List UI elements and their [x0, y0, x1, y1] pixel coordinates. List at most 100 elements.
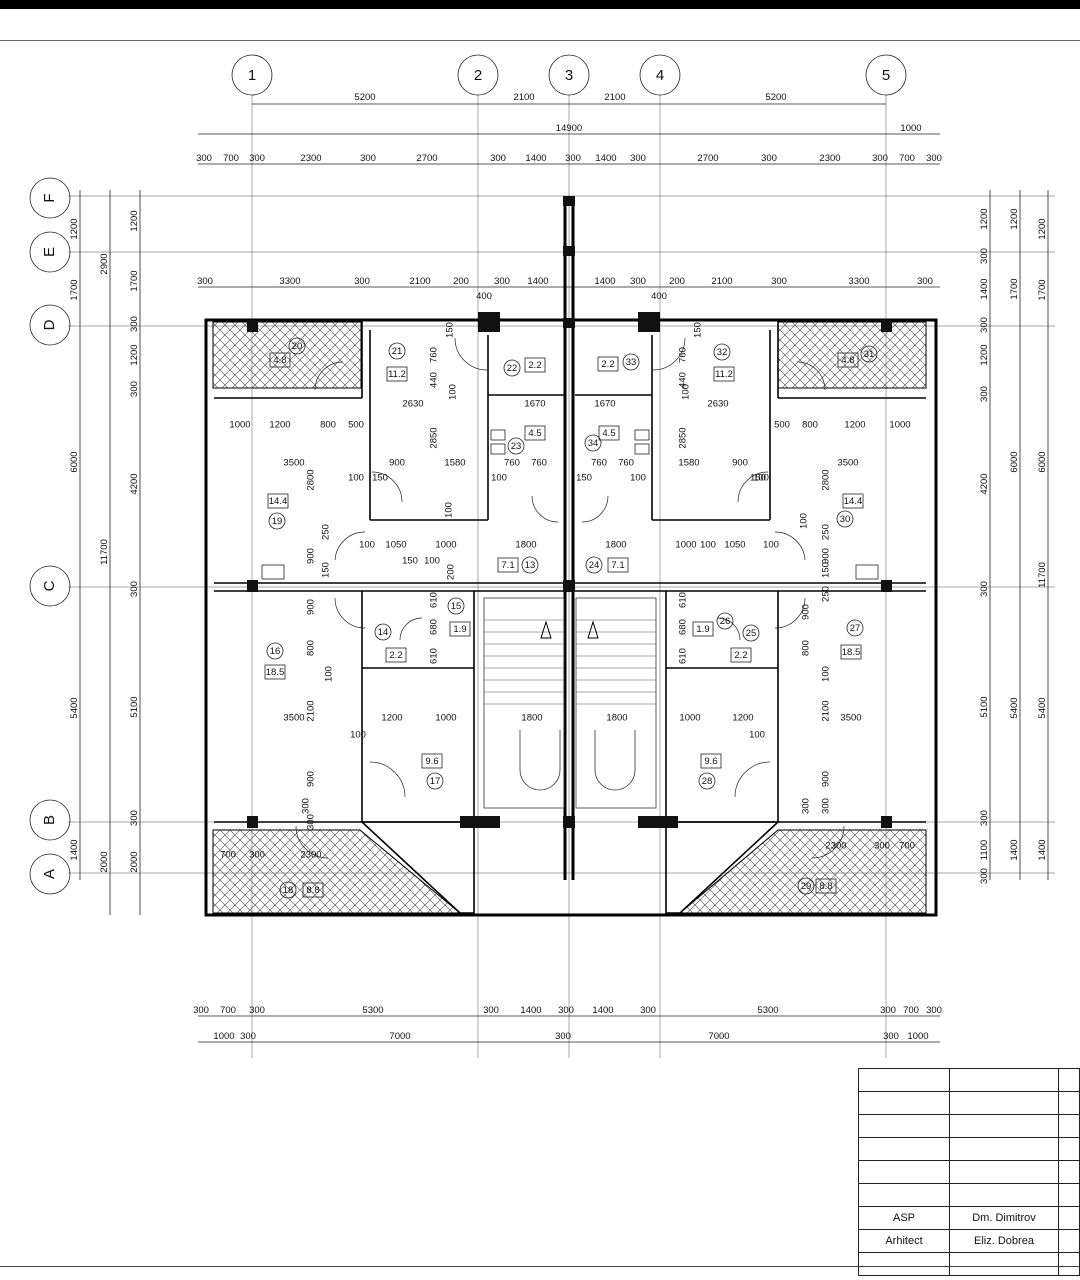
svg-text:1400: 1400 [1009, 839, 1020, 860]
svg-text:1400: 1400 [594, 276, 615, 287]
room-number: 20 [292, 341, 303, 352]
title-block-row [858, 1160, 1080, 1184]
room-area: 2.2 [528, 360, 541, 371]
dim-label-left: 760 [429, 347, 440, 363]
dim-label-right: 100 [763, 540, 779, 551]
dim-label-right: 1000 [675, 540, 696, 551]
svg-text:3300: 3300 [279, 276, 300, 287]
svg-text:5100: 5100 [129, 696, 140, 717]
svg-text:6000: 6000 [1037, 451, 1048, 472]
room-number: 23 [511, 441, 522, 452]
dim-label-left: 100 [350, 730, 366, 741]
dim-label-right: 2850 [678, 427, 689, 448]
dim-label-right: 1200 [732, 713, 753, 724]
balconies [212, 321, 927, 914]
room-area: 7.1 [501, 560, 514, 571]
svg-text:300: 300 [196, 153, 212, 164]
grid-bubble-F [29, 177, 71, 219]
dim-label-left: 1200 [269, 420, 290, 431]
dim-label-right: 900 [732, 458, 748, 469]
svg-text:2000: 2000 [129, 851, 140, 872]
room-tag-34: 344.5 [584, 425, 620, 452]
svg-text:300: 300 [630, 276, 646, 287]
grid-label-C: C [41, 580, 58, 591]
room-area: 1.9 [453, 624, 466, 635]
dim-label-left: 900 [389, 458, 405, 469]
svg-text:300: 300 [249, 1005, 265, 1016]
dim-label-right: 1050 [724, 540, 745, 551]
svg-text:300: 300 [565, 153, 581, 164]
dim-label-left: 250 [321, 524, 332, 540]
room-number: 28 [702, 776, 713, 787]
dim-label-left: 2850 [429, 427, 440, 448]
title-block-role: Arhitect [858, 1229, 950, 1253]
grid-bubble-B [29, 799, 71, 841]
title-block-name [949, 1114, 1059, 1138]
room-area: 8.8 [306, 885, 319, 896]
svg-text:2100: 2100 [711, 276, 732, 287]
dim-label-right: 1670 [594, 399, 615, 410]
svg-text:700: 700 [903, 1005, 919, 1016]
svg-text:300: 300 [193, 1005, 209, 1016]
title-block-name: Dm. Dimitrov [949, 1206, 1059, 1230]
dim-label-left: 3500 [283, 713, 304, 724]
dim-label-left: 150 [445, 322, 456, 338]
room-area: 2.2 [734, 650, 747, 661]
svg-text:700: 700 [899, 153, 915, 164]
room-tag-26: 261.9 [692, 612, 734, 637]
dim-label-right: 610 [678, 648, 689, 664]
room-number: 29 [801, 881, 812, 892]
room-area: 4.5 [528, 428, 541, 439]
top-black-bar [0, 0, 1080, 9]
dim-label-left: 2300 [300, 850, 321, 861]
dim-label-right: 100 [799, 513, 810, 529]
room-tag-20: 204.8 [269, 337, 306, 368]
title-block-role [858, 1068, 950, 1092]
dim-label-right: 300 [874, 841, 890, 852]
right-dimensions: 1200 300 1400 300 1200 300 4200 300 5100… [979, 190, 1049, 884]
svg-text:1200: 1200 [129, 210, 140, 231]
dim-label-right: 900 [821, 771, 832, 787]
svg-text:1400: 1400 [520, 1005, 541, 1016]
svg-text:1700: 1700 [129, 270, 140, 291]
grid-label-B: B [41, 815, 58, 825]
room-area: 11.2 [715, 369, 733, 380]
sheet-border-bottom [0, 1266, 1080, 1267]
svg-text:1200: 1200 [129, 344, 140, 365]
room-number: 27 [850, 623, 861, 634]
title-block-cell [1058, 1252, 1080, 1276]
svg-text:300: 300 [979, 386, 990, 402]
room-number: 18 [283, 885, 294, 896]
svg-text:300: 300 [630, 153, 646, 164]
dim-label-right: 2800 [821, 469, 832, 490]
dim-label-right: 150 [576, 473, 592, 484]
title-block-role [858, 1091, 950, 1115]
dim-label-right: 1000 [679, 713, 700, 724]
dim-label-right: 250 [821, 586, 832, 602]
title-block-name [949, 1068, 1059, 1092]
columns [247, 196, 892, 828]
stair-arrow-right [587, 620, 599, 639]
svg-text:1200: 1200 [979, 208, 990, 229]
title-block-cell [1058, 1137, 1080, 1161]
svg-text:300: 300 [926, 1005, 942, 1016]
bottom-dimensions: 300 700 300 5300 300 1400 300 1400 300 5… [193, 1005, 942, 1043]
svg-text:300: 300 [249, 153, 265, 164]
room-area: 11.2 [388, 369, 406, 380]
title-block-name [949, 1137, 1059, 1161]
grid-bubble-C [29, 565, 71, 607]
dim-label-left: 610 [429, 592, 440, 608]
title-block-role [858, 1137, 950, 1161]
room-tag-33: 332.2 [597, 353, 640, 372]
dim-label-right: 100 [681, 384, 692, 400]
dim-label-left: 100 [448, 384, 459, 400]
room-area: 18.5 [842, 647, 861, 658]
dim-label-right: 150 [750, 473, 766, 484]
grid-label-2: 2 [474, 67, 482, 84]
